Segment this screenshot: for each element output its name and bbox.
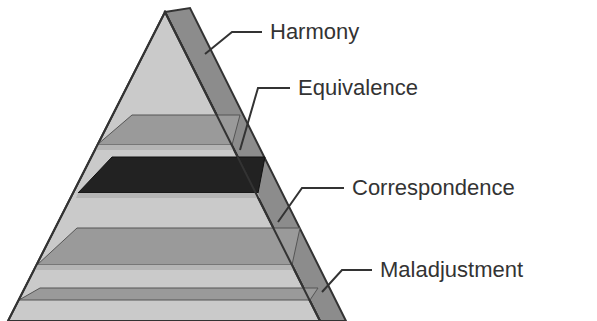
pyramid-front bbox=[8, 12, 320, 321]
pyramid-shelf-edge bbox=[95, 145, 234, 150]
level-label: Equivalence bbox=[296, 75, 420, 101]
leader-line bbox=[240, 88, 290, 150]
level-label: Correspondence bbox=[350, 175, 517, 201]
pyramid-shelf bbox=[37, 228, 300, 265]
level-label: Harmony bbox=[268, 19, 361, 45]
leader-line bbox=[322, 270, 372, 292]
pyramid-shelf-edge bbox=[76, 193, 260, 198]
pyramid-shelf-dark bbox=[78, 157, 265, 193]
pyramid-outline bbox=[8, 12, 320, 321]
level-label: Maladjustment bbox=[378, 257, 525, 283]
leader-line bbox=[278, 188, 344, 222]
pyramid-shelf bbox=[19, 288, 318, 300]
pyramid-shelf-edge bbox=[35, 265, 294, 270]
leader-line bbox=[205, 32, 262, 54]
